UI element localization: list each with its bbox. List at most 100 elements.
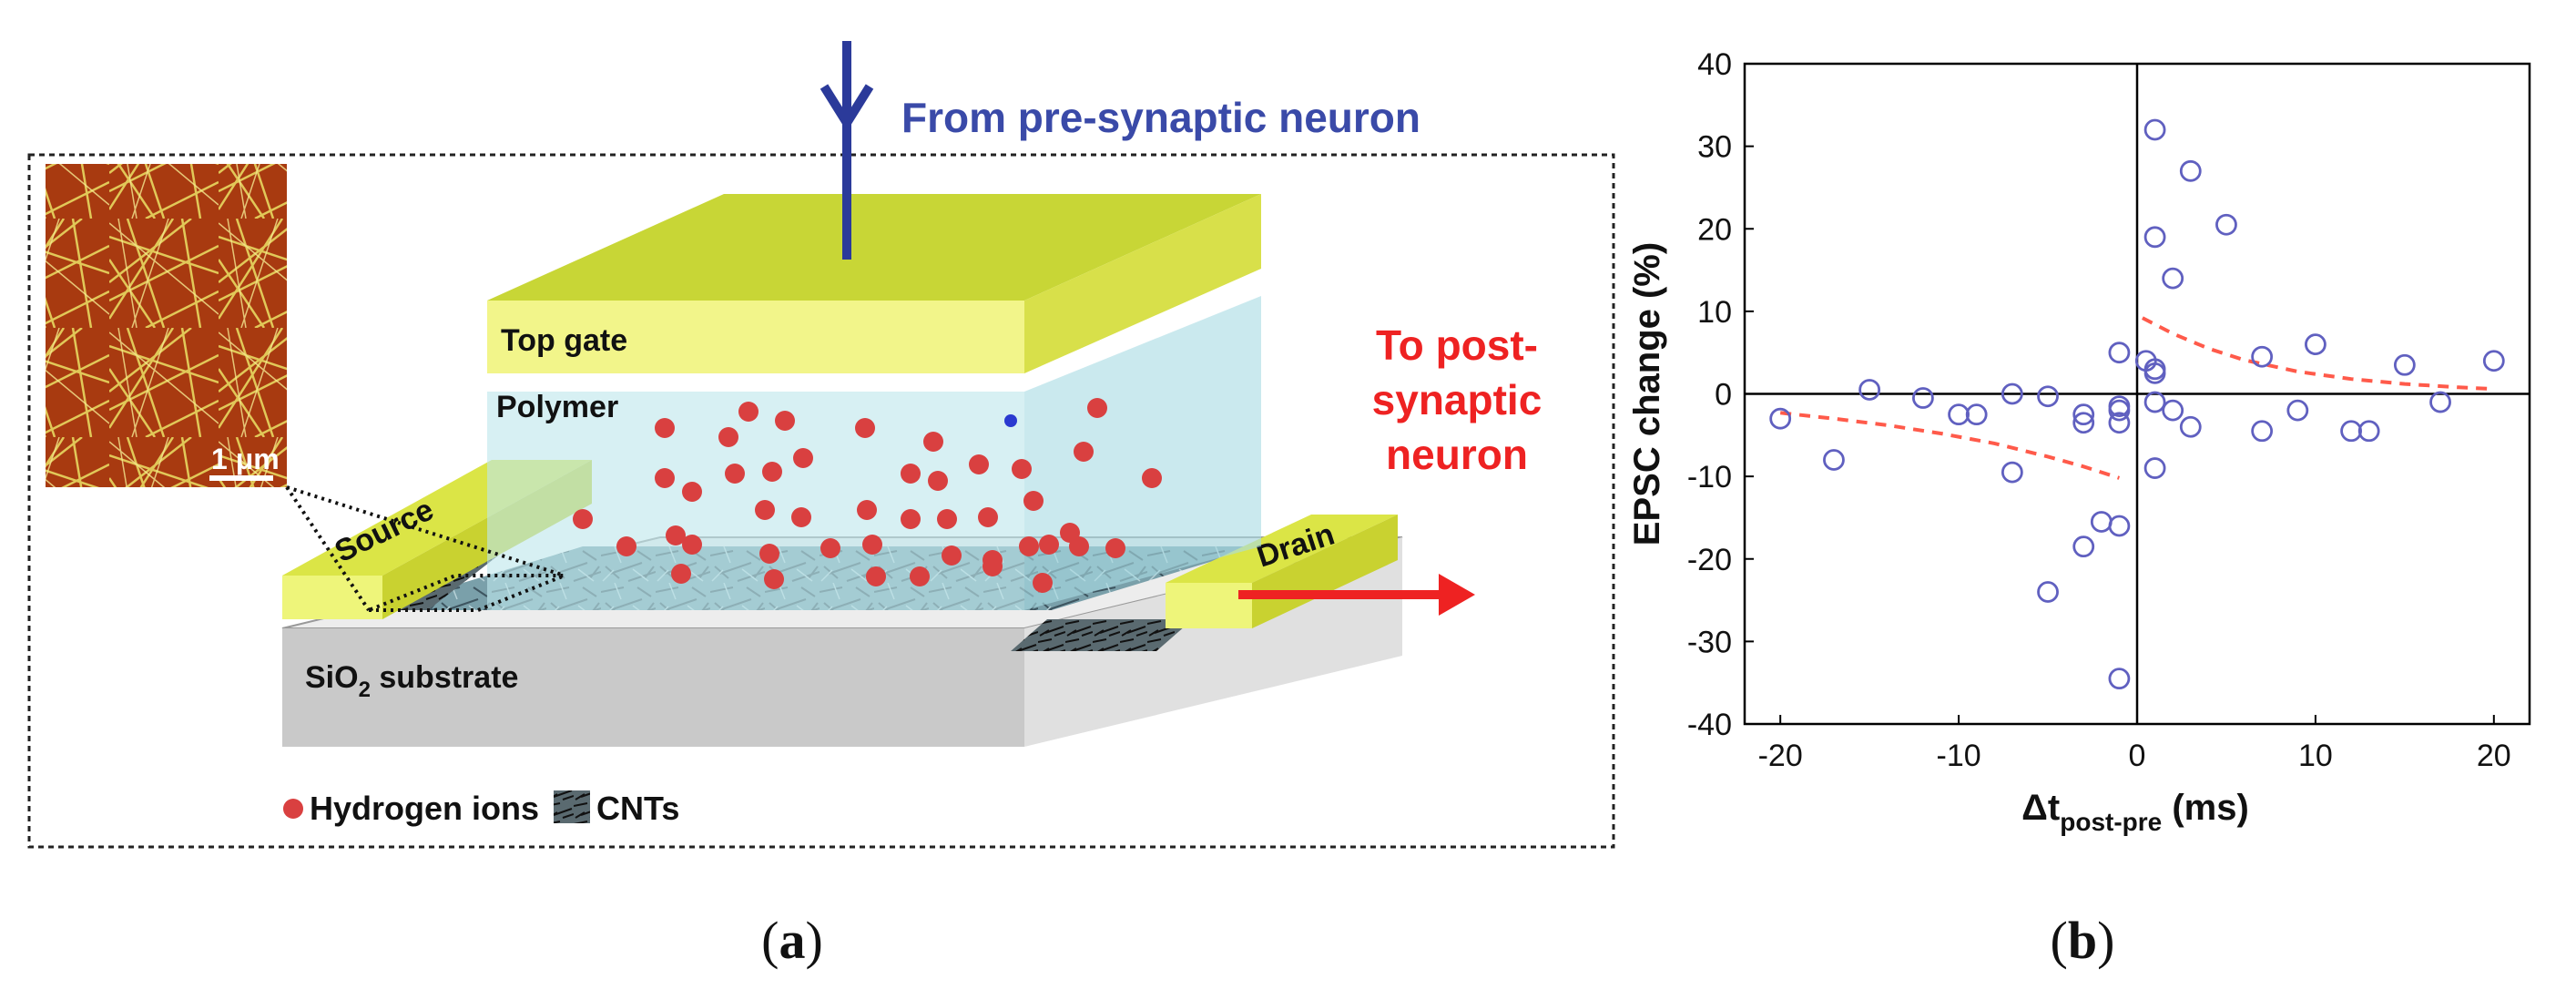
y-tick-label: 30 [1697, 130, 1732, 165]
y-tick-label: -30 [1687, 625, 1732, 659]
fit-curve-2 [2141, 316, 2494, 392]
data-point [2143, 457, 2166, 479]
data-point [2037, 581, 2059, 603]
top-gate-front [487, 301, 1024, 373]
hydrogen-ion [682, 482, 702, 502]
hydrogen-ion [666, 525, 686, 545]
data-point [2215, 213, 2237, 236]
post-synaptic-label-line2: synaptic [1372, 376, 1543, 423]
hydrogen-ion [764, 569, 784, 589]
hydrogen-ion [978, 507, 998, 527]
legend-ions-label: Hydrogen ions [310, 790, 539, 827]
panel-a-caption-letter: a [779, 911, 806, 970]
legend-cnts-label: CNTs [596, 790, 679, 827]
substrate-label: SiO2 substrate [305, 660, 518, 702]
data-point [2108, 399, 2131, 422]
drain-top [1166, 515, 1398, 583]
data-point [2108, 668, 2131, 690]
x-axis-label-main: Δt [2021, 788, 2060, 828]
data-point [2108, 412, 2131, 434]
data-point [2143, 226, 2166, 249]
data-point [2037, 385, 2059, 408]
hydrogen-ion [671, 564, 691, 584]
hydrogen-ion [759, 544, 779, 564]
panel-b-caption: (b) [2051, 911, 2115, 970]
zoom-line-top [286, 485, 565, 577]
hydrogen-ion [923, 432, 943, 452]
data-point [2143, 362, 2166, 384]
substrate-label-tail: substrate [371, 660, 519, 695]
afm-inset-image [46, 164, 287, 487]
hydrogen-ion [901, 464, 921, 484]
data-point [2305, 333, 2327, 356]
top-gate-side [1024, 194, 1261, 373]
data-point [2340, 420, 2362, 443]
top-gate-top [487, 194, 1261, 301]
panel-a-caption-close: ) [806, 911, 823, 970]
dashed-frame [27, 153, 1615, 849]
y-tick-label: -20 [1687, 543, 1732, 577]
panel-b-caption-open: ( [2051, 911, 2068, 970]
data-point [2286, 399, 2309, 422]
post-synaptic-label-line1: To post- [1376, 321, 1538, 369]
drain-side [1252, 515, 1398, 628]
post-synaptic-label-line3: neuron [1386, 431, 1528, 478]
y-tick-label: -40 [1687, 708, 1732, 742]
panel-a-device-diagram: Source Drain Top gate Polymer From pre-s… [27, 41, 1615, 970]
hydrogen-ion [762, 462, 782, 482]
data-point [2162, 399, 2184, 422]
hydrogen-ion [755, 500, 775, 520]
hydrogen-ion [725, 464, 745, 484]
data-point [2162, 267, 2184, 290]
data-point [1858, 379, 1881, 401]
y-tick-label: 20 [1697, 212, 1732, 247]
hydrogen-ion [862, 535, 882, 555]
x-tick-label: 0 [2129, 739, 2146, 773]
panel-a-caption-open: ( [761, 911, 779, 970]
hydrogen-ion [718, 427, 738, 447]
data-point [2357, 420, 2380, 443]
data-point [1965, 403, 1988, 426]
substrate-label-main: SiO [305, 660, 359, 695]
data-point [2001, 461, 2023, 484]
data-point [2179, 415, 2202, 438]
hydrogen-ion [791, 507, 811, 527]
hydrogen-ion [1023, 491, 1044, 511]
zoom-line-bottom [285, 485, 371, 612]
polymer-front [487, 392, 1024, 610]
legend-ion-marker [283, 799, 303, 819]
pre-synaptic-label: From pre-synaptic neuron [901, 94, 1420, 141]
hydrogen-ion [655, 468, 675, 488]
hydrogen-ion [928, 471, 948, 491]
x-tick-label: 10 [2298, 739, 2333, 773]
top-gate-label: Top gate [501, 323, 627, 358]
hydrogen-ion [1105, 538, 1125, 558]
hydrogen-ion [775, 411, 795, 431]
x-tick-label: -10 [1937, 739, 1981, 773]
data-point [2108, 342, 2131, 364]
data-point [2482, 350, 2505, 372]
hydrogen-ion [1012, 459, 1032, 479]
polymer-label: Polymer [496, 390, 618, 424]
hydrogen-ion [1074, 442, 1094, 462]
hydrogen-ion [866, 566, 886, 586]
data-point [2179, 159, 2202, 182]
data-point [2393, 353, 2416, 376]
hydrogen-ion [820, 538, 840, 558]
inset-scale-label: 1 μm [211, 443, 280, 475]
x-axis-label-unit: (ms) [2162, 788, 2249, 828]
hydrogen-ion [1039, 535, 1059, 555]
hydrogen-ion [942, 545, 962, 566]
data-point [2429, 391, 2451, 413]
panel-a-caption: (a) [761, 911, 823, 970]
y-tick-label: 0 [1715, 378, 1732, 413]
hydrogen-ion [1019, 536, 1039, 556]
hydrogen-ion [937, 509, 957, 529]
x-axis-label: Δtpost-pre (ms) [2021, 788, 2249, 836]
data-point [2090, 511, 2113, 533]
hydrogen-ion [738, 402, 759, 422]
substrate-label-subscript: 2 [359, 678, 371, 702]
hydrogen-ion [655, 418, 675, 438]
